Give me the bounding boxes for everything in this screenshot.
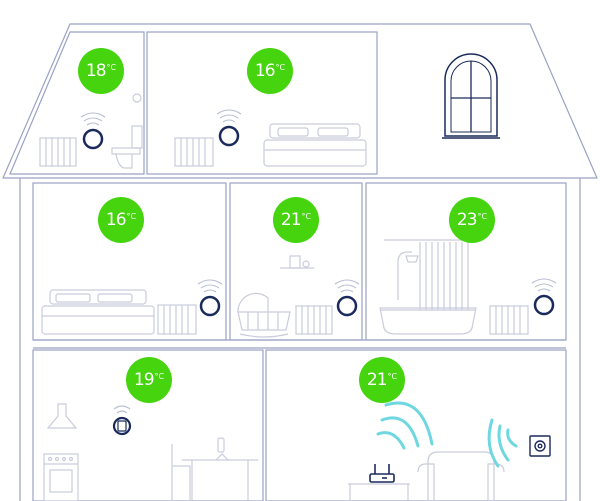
crib (237, 292, 291, 338)
temperature-unit: °C (477, 211, 488, 221)
radiator (39, 137, 77, 167)
arched-window (442, 53, 500, 139)
shower-curtain (384, 239, 472, 310)
radiator (174, 137, 214, 167)
thermostat-ring-icon (334, 279, 360, 317)
thermostat-ring-icon (112, 405, 132, 436)
thermostat-ring-icon (80, 112, 106, 150)
toilet (111, 93, 143, 169)
temperature-badge-bedroom: 16°C (98, 197, 144, 243)
wall-shelf (280, 255, 314, 269)
wall-gateway-icon (529, 435, 551, 457)
temperature-unit: °C (106, 62, 117, 72)
stove (43, 453, 79, 501)
bathtub (379, 307, 477, 335)
thermostats (80, 109, 557, 436)
house-outline (2, 23, 598, 501)
room-living-outline (265, 349, 567, 501)
temperature-value: 21 (280, 210, 302, 230)
temperature-badge-attic-bedroom: 16°C (247, 48, 293, 94)
temperature-unit: °C (275, 62, 286, 72)
temperature-value: 16 (254, 61, 276, 81)
temperature-unit: °C (154, 371, 165, 381)
temperature-badge-bathroom: 23°C (449, 197, 495, 243)
temperature-unit: °C (301, 211, 312, 221)
room-kitchen-outline (32, 349, 264, 501)
thermostat-ring-icon (216, 109, 242, 147)
sofa (417, 451, 505, 501)
temperature-value: 23 (456, 210, 478, 230)
furniture (39, 93, 529, 501)
dining-table (182, 437, 258, 501)
attic-right-room (146, 31, 378, 175)
thermostat-ring-icon (197, 279, 223, 317)
bed (41, 289, 155, 335)
temperature-badge-kitchen: 19°C (126, 357, 172, 403)
bed (263, 123, 367, 167)
radiator (157, 304, 197, 335)
temperature-value: 18 (85, 61, 107, 81)
router-icon (369, 464, 395, 483)
dining-chair (171, 444, 191, 501)
temperature-unit: °C (387, 371, 398, 381)
temperature-value: 16 (105, 210, 127, 230)
temperature-unit: °C (126, 211, 137, 221)
temperature-badge-living-room: 21°C (359, 357, 405, 403)
temperature-value: 21 (366, 370, 388, 390)
side-table (348, 483, 410, 501)
thermostat-ring-icon (531, 278, 557, 316)
radiator (489, 305, 529, 335)
range-hood (46, 403, 78, 429)
temperature-badge-attic-bathroom: 18°C (78, 48, 124, 94)
temperature-badge-nursery: 21°C (273, 197, 319, 243)
wifi-signal-waves (376, 401, 518, 468)
temperature-value: 19 (133, 370, 155, 390)
attic-left-room (9, 31, 145, 175)
radiator (295, 305, 333, 335)
